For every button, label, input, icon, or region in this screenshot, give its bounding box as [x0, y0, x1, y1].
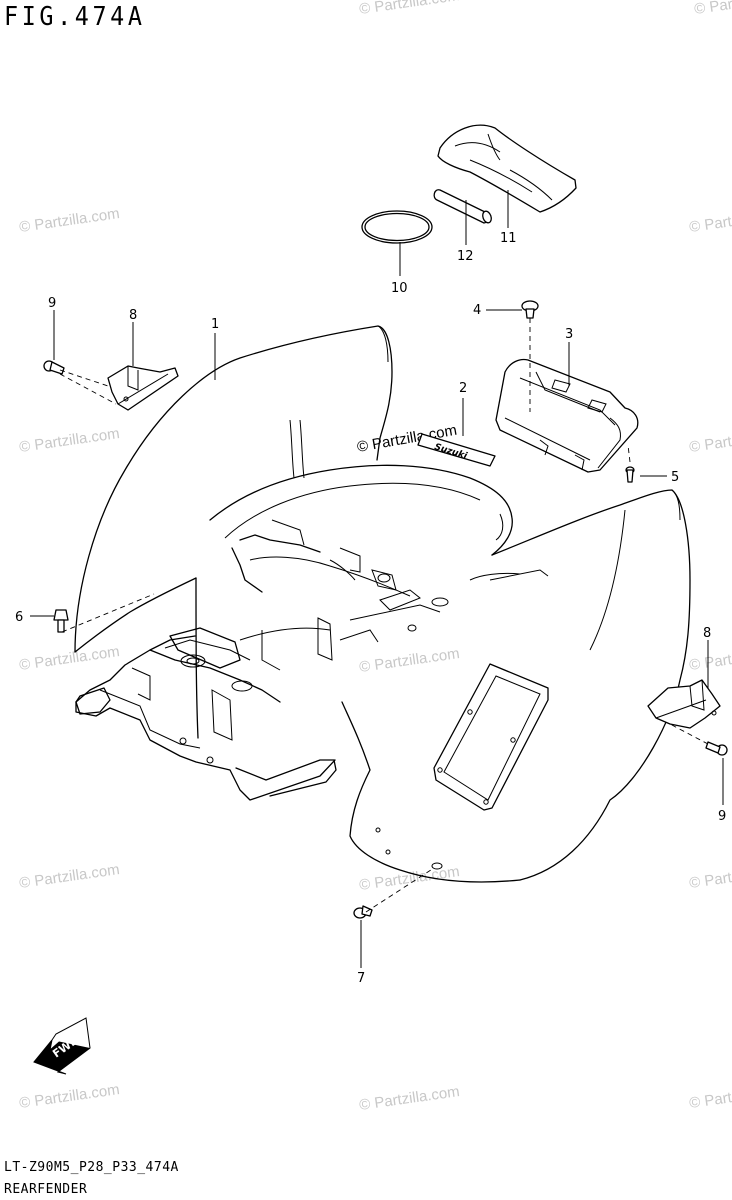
part-11-seat-cover	[437, 124, 577, 213]
watermark: © Partzilla.com	[358, 645, 460, 676]
part-1-rear-fender	[74, 325, 691, 883]
callout-12: 12	[457, 249, 474, 264]
part-7-clip	[353, 905, 373, 919]
part-12-tube	[433, 189, 492, 224]
watermark: © Partzilla.com	[358, 863, 460, 894]
watermark: © Partzilla.com	[358, 0, 460, 18]
watermark: © Partzilla.com	[18, 1081, 120, 1112]
part-2-decal: Suzuki	[417, 433, 496, 467]
figure-title: FIG.474A	[4, 2, 146, 32]
callout-9-right: 9	[718, 809, 726, 824]
part-3-tool-box	[495, 358, 639, 473]
callout-2: 2	[459, 381, 467, 396]
watermark: © Partzilla.com	[18, 205, 120, 236]
part-10-o-ring	[361, 210, 433, 244]
callout-3: 3	[565, 327, 573, 342]
forward-arrow-icon: FWD	[33, 1017, 91, 1075]
part-6-bolt	[53, 609, 69, 633]
watermark: © Partzilla.com	[688, 425, 732, 456]
part-8-right-bracket	[647, 679, 721, 729]
watermark: © Partzilla.com	[18, 643, 120, 674]
watermark: © Partzilla.com	[688, 643, 732, 674]
part-8-left-bracket	[107, 365, 179, 411]
watermark: © Partzilla.com	[18, 425, 120, 456]
model-code: LT-Z90M5_P28_P33_474A	[4, 1160, 179, 1175]
watermark: © Partzilla.com	[688, 1081, 732, 1112]
callout-labels: 9 8 1 10 12 11 2 4 3 5 6 8 9 7	[15, 231, 726, 986]
watermark: © Partzilla.com	[693, 0, 732, 18]
callout-11: 11	[500, 231, 517, 246]
part-9-left-bolt	[43, 360, 65, 375]
callout-4: 4	[473, 303, 481, 318]
callout-9-left: 9	[48, 296, 56, 311]
callout-8-right: 8	[703, 626, 711, 641]
callout-8-left: 8	[129, 308, 137, 323]
watermark: © Partzilla.com	[688, 861, 732, 892]
callout-5: 5	[671, 470, 679, 485]
leader-lines	[30, 190, 724, 968]
callout-1: 1	[211, 317, 219, 332]
watermarks: © Partzilla.com © Partzilla.com © Partzi…	[18, 0, 732, 1114]
section-name: REARFENDER	[4, 1182, 88, 1197]
part-4-screw	[521, 300, 539, 319]
watermark: © Partzilla.com	[688, 205, 732, 236]
callout-6: 6	[15, 610, 23, 625]
watermark: © Partzilla.com	[18, 861, 120, 892]
callout-10: 10	[391, 281, 408, 296]
watermark: © Partzilla.com	[358, 1083, 460, 1114]
callout-7: 7	[357, 971, 365, 986]
part-5-screw	[625, 466, 635, 483]
part-9-right-bolt	[705, 741, 728, 756]
